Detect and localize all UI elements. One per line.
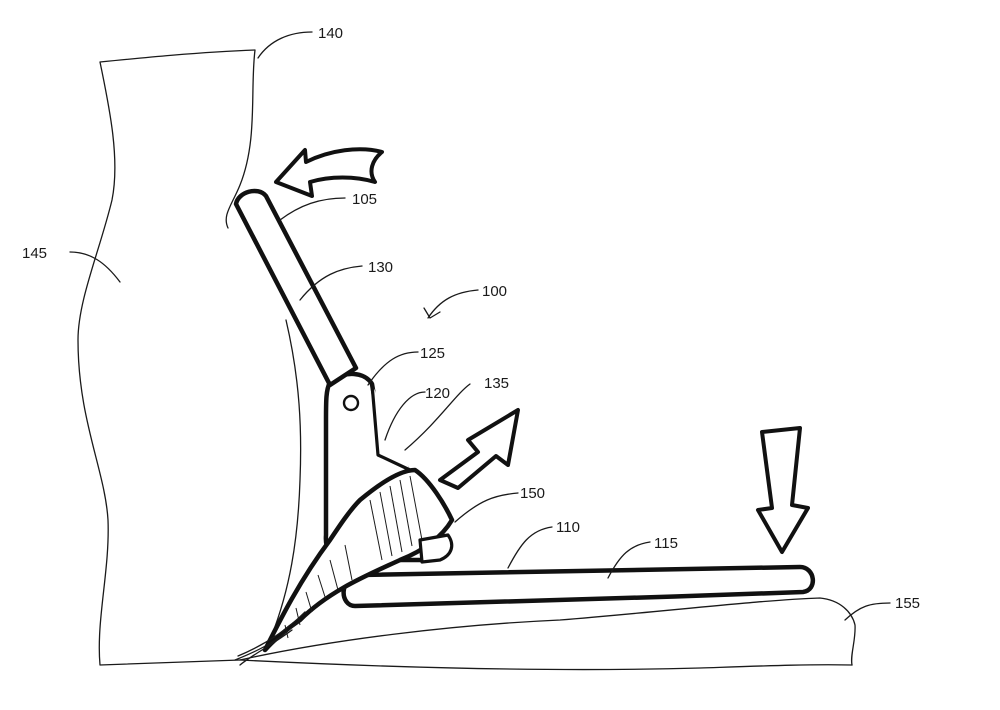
- floor-underline: [239, 659, 853, 671]
- label-140: 140: [318, 25, 343, 42]
- pivot-hole: [342, 394, 360, 412]
- label-150: 150: [520, 485, 545, 502]
- label-120: 120: [425, 385, 450, 402]
- outward-arrow-icon: [438, 408, 520, 490]
- hinge-part-outline: [370, 382, 412, 472]
- downward-arrow-icon: [756, 426, 810, 554]
- label-155: 155: [895, 595, 920, 612]
- label-130: 130: [368, 259, 393, 276]
- label-105: 105: [352, 191, 377, 208]
- strap-hatching: [284, 475, 423, 639]
- wall-outline: [77, 49, 256, 666]
- clasp: [418, 533, 454, 564]
- lower-member: [341, 564, 815, 609]
- label-100: 100: [482, 283, 507, 300]
- strap-wrap: [262, 467, 455, 653]
- floor-surface: [239, 597, 856, 666]
- rotation-arrow-icon: [274, 147, 384, 198]
- upper-member: [233, 188, 359, 388]
- wall-inner-contour: [269, 319, 302, 641]
- label-135: 135: [484, 375, 509, 392]
- label-145: 145: [22, 245, 47, 262]
- label-115: 115: [654, 535, 678, 552]
- leader-lines: [69, 31, 891, 621]
- strap-tail: [234, 611, 306, 666]
- label-110: 110: [556, 519, 580, 536]
- label-125: 125: [420, 345, 445, 362]
